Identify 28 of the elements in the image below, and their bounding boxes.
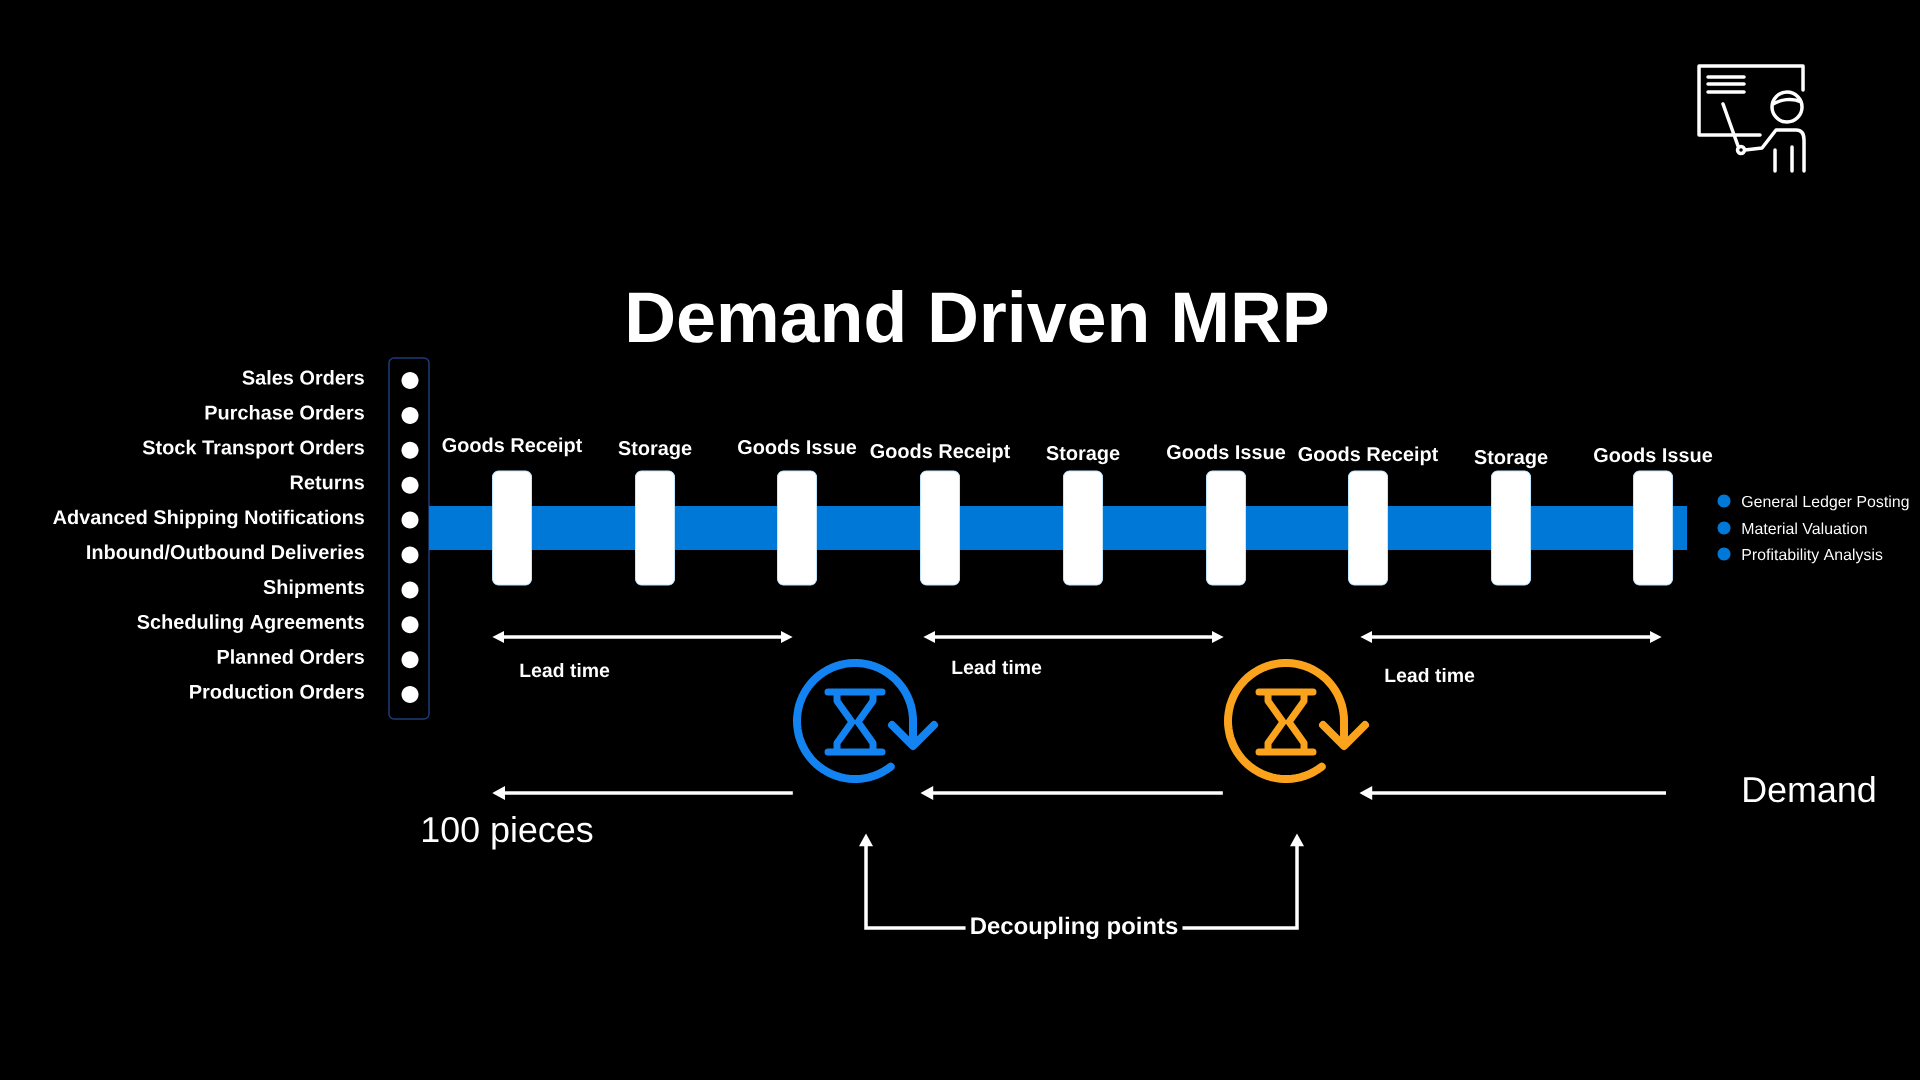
step-label: Goods Issue [738, 439, 857, 455]
step-label: Goods Issue [1167, 444, 1286, 460]
step-label: Storage [618, 441, 692, 460]
hourglass-icon [1224, 659, 1369, 783]
list-item: Scheduling Agreements [137, 614, 364, 634]
list-item: Shipments [263, 579, 364, 599]
flow-label: 100 pieces [423, 816, 593, 850]
list-item: General Ledger Posting [1742, 495, 1909, 511]
step-label: Goods Receipt [442, 437, 583, 457]
step-label: Goods Issue [1594, 447, 1713, 463]
step-label: Goods Receipt [1298, 446, 1439, 466]
list-item: Production Orders [190, 684, 364, 699]
dimension-label: Lead time [520, 662, 610, 678]
callout-label: Decoupling points [971, 916, 1178, 940]
hourglass-icon [793, 659, 938, 783]
step-label: Storage [1046, 446, 1120, 465]
list-item: Sales Orders [242, 370, 364, 385]
list-item: Material Valuation [1742, 522, 1867, 535]
step-label: Storage [1474, 450, 1548, 469]
title: Demand Driven MRP [629, 290, 1328, 343]
list-item: Profitability Analysis [1742, 548, 1883, 564]
list-item: Advanced Shipping Notifications [53, 509, 364, 529]
step-label: Goods Receipt [870, 443, 1011, 463]
list-item: Stock Transport Orders [142, 439, 364, 459]
list-item: Planned Orders [217, 649, 364, 664]
list-item: Inbound/Outbound Deliveries [87, 544, 364, 560]
flow-label: Demand [1744, 776, 1875, 803]
list-item: Purchase Orders [205, 404, 364, 420]
